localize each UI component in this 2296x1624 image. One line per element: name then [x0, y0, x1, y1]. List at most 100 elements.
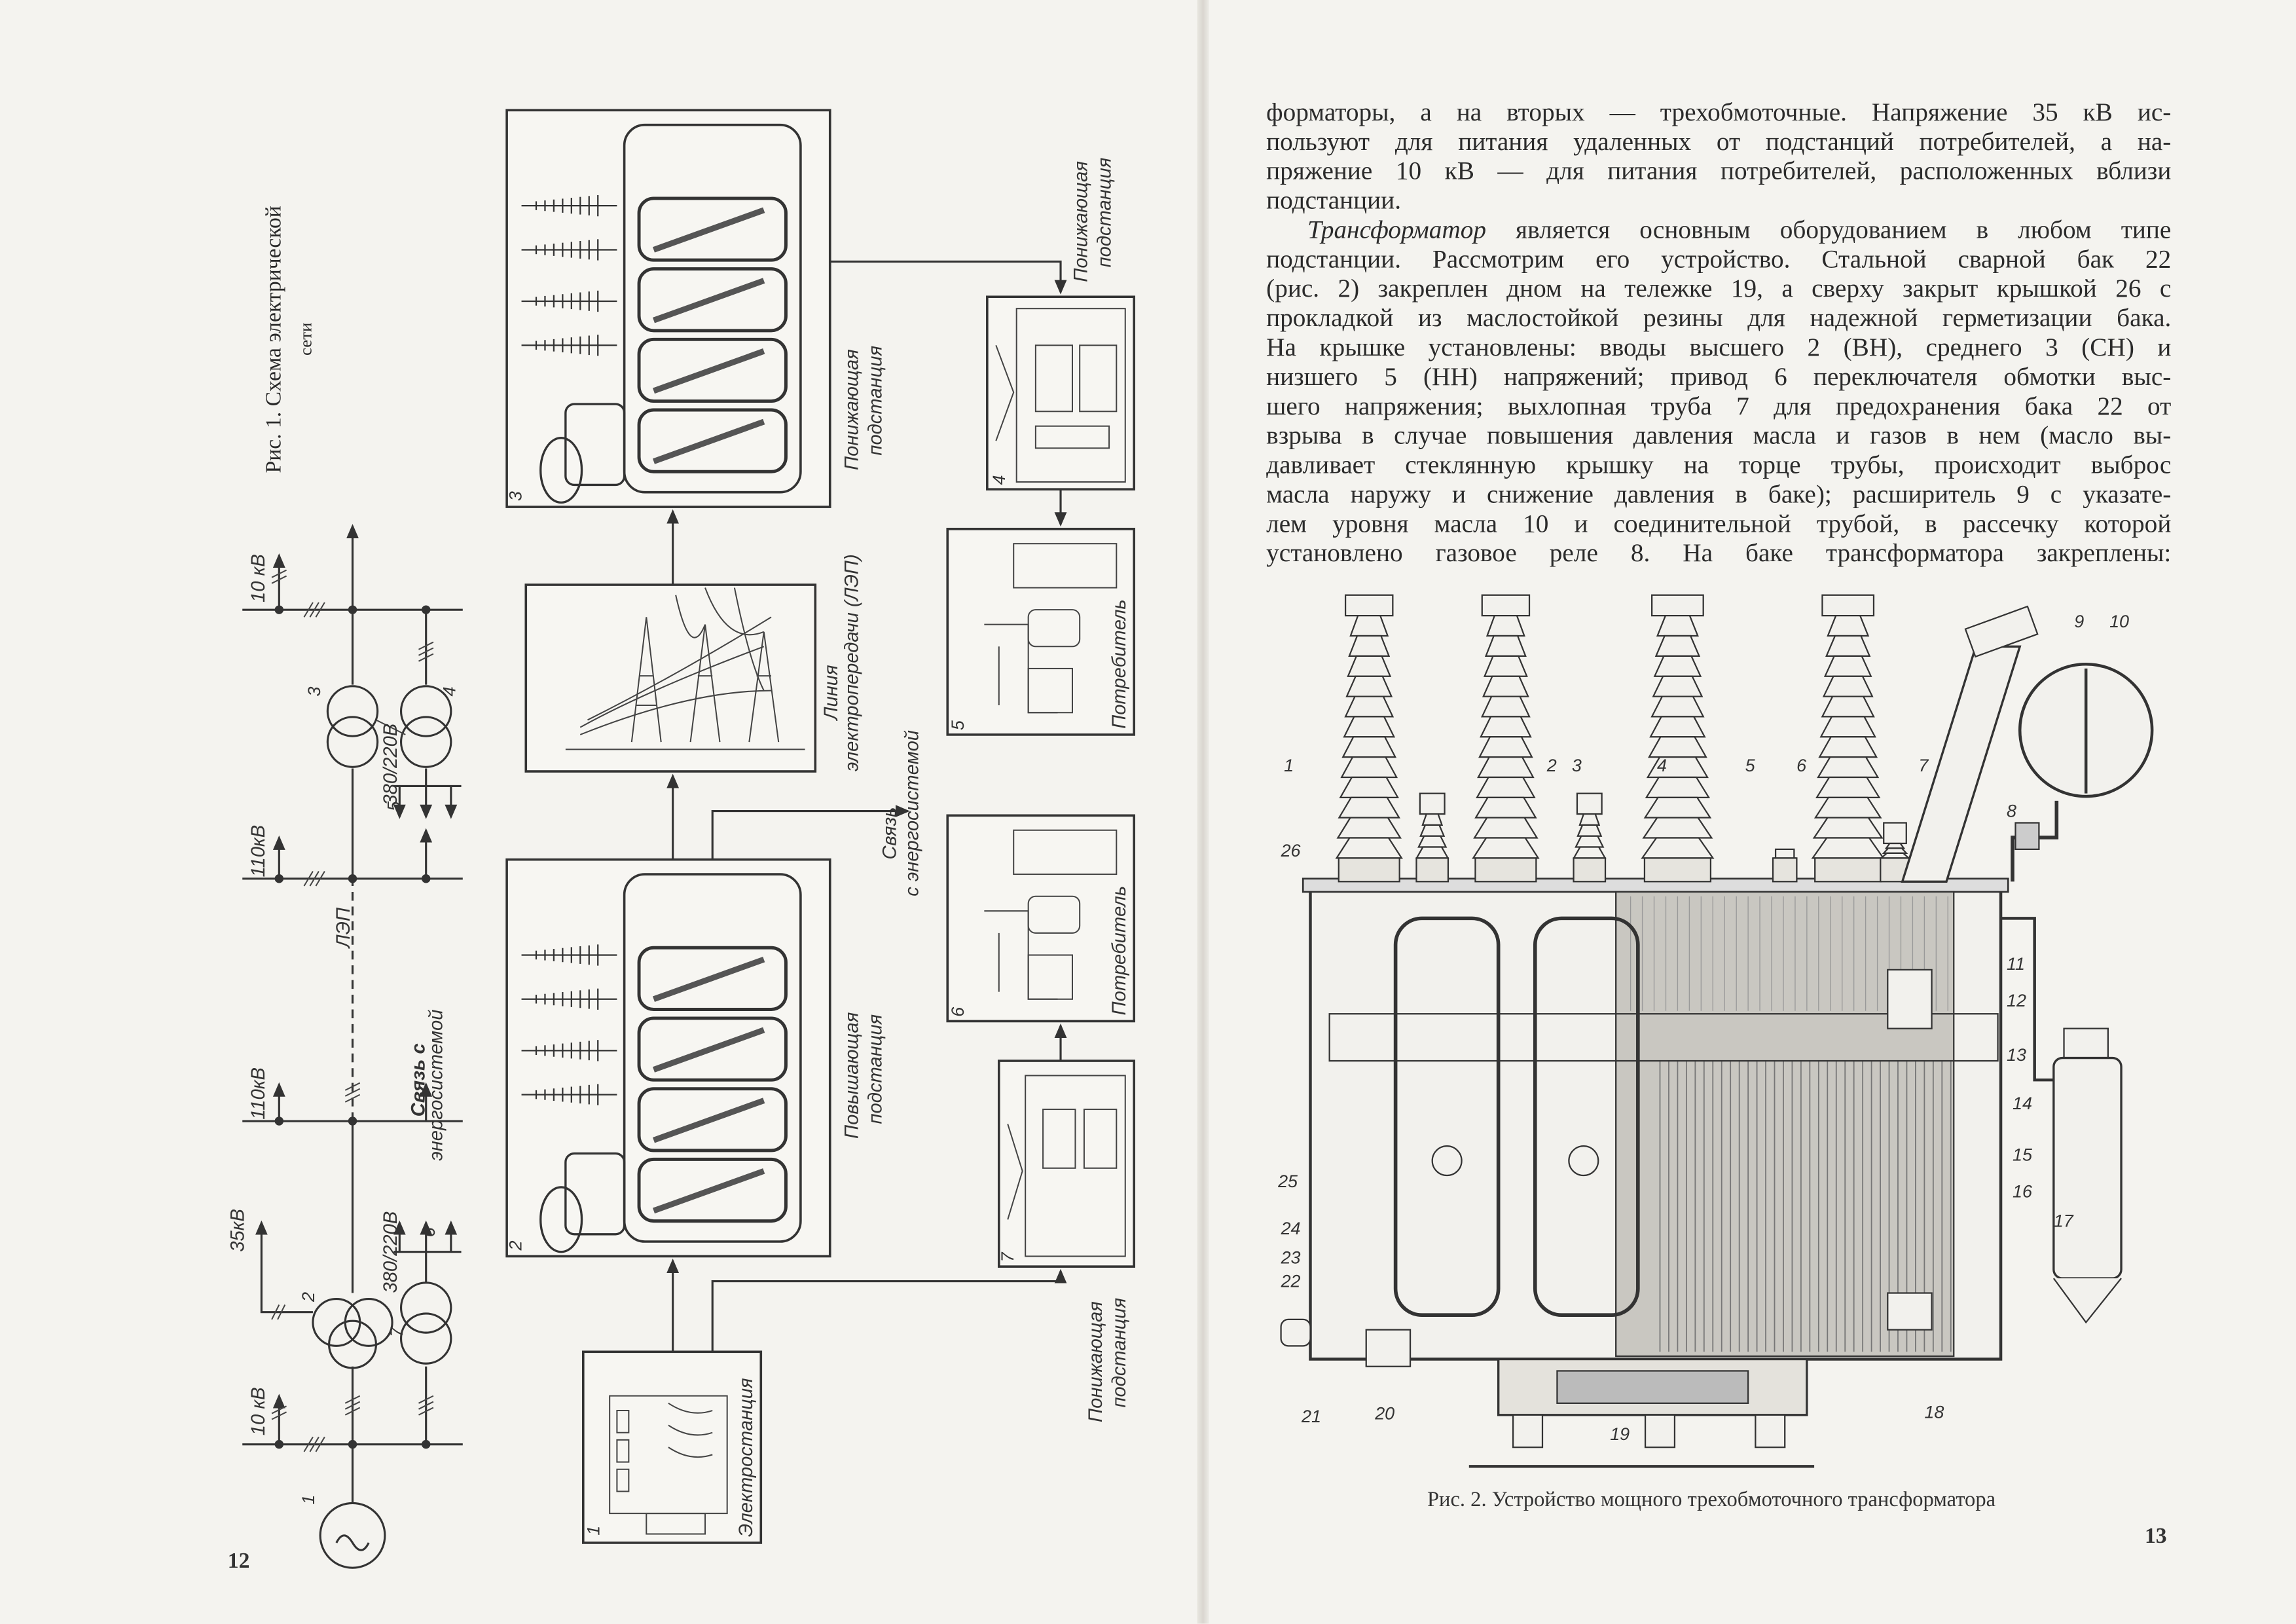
block-power-plant-1 — [581, 1350, 763, 1544]
label-grid-link-block: Связь — [880, 807, 901, 860]
callout-11: 11 — [2007, 954, 2025, 974]
bushing-shed — [1818, 736, 1878, 758]
bushing-shed — [1641, 837, 1715, 859]
bushing-shed — [1482, 675, 1529, 697]
bushing-shed — [1478, 736, 1533, 758]
label-block-7: 7 — [998, 1251, 1017, 1262]
radiator — [637, 1016, 788, 1082]
text-line: форматоры, а на вторых — трехобмоточные.… — [1266, 97, 2172, 126]
filter-bottom — [2052, 1278, 2122, 1324]
bushing-shed — [1345, 675, 1393, 697]
bushing-shed — [1575, 835, 1605, 848]
bushing-shed — [1335, 837, 1403, 859]
callout-6: 6 — [1796, 756, 1806, 775]
radiator-shade — [652, 207, 765, 253]
bushing-flange — [1643, 857, 1712, 883]
bushing-flange — [1573, 857, 1607, 883]
gas-relay — [2014, 822, 2040, 851]
label-380-220-upper: 380/220В — [380, 724, 401, 805]
bushing-shed — [1348, 635, 1391, 657]
ac-wave-icon — [335, 1534, 370, 1551]
callout-1: 1 — [1284, 756, 1294, 775]
label-grid-link: Связь с — [408, 1043, 429, 1116]
callout-8: 8 — [2007, 802, 2016, 821]
block-step-down-substation-3 — [505, 109, 831, 508]
text-line: шего напряжения; выхлопная труба 7 для п… — [1266, 390, 2172, 420]
transformer-2-winding — [328, 1320, 377, 1369]
label-step-down-7-cont: подстанция — [1109, 1298, 1130, 1408]
bushing-shed — [1483, 655, 1528, 677]
block-consumer-5 — [946, 527, 1136, 736]
transformer-illustrations — [521, 123, 802, 1253]
text-span: является основным оборудованием в любом … — [1486, 214, 2172, 244]
bushing-shed — [1415, 846, 1449, 859]
label-block-1: 1 — [583, 1526, 603, 1536]
label-consumer-5: Потребитель — [1109, 599, 1130, 729]
transformer-2-winding — [344, 1297, 393, 1347]
conservator-end — [539, 436, 583, 504]
exhaust-pipe — [1901, 645, 2022, 883]
callout-25: 25 — [1277, 1172, 1298, 1191]
bushing-shed — [1813, 796, 1882, 819]
valve-icon — [1431, 1145, 1463, 1177]
magnetic-core — [1615, 891, 1955, 1357]
callout-22: 22 — [1281, 1272, 1301, 1291]
filter-cap — [2063, 1027, 2109, 1059]
term-transformer: Трансформатор — [1307, 214, 1487, 244]
branch-35kv — [255, 1220, 313, 1314]
label-380-220-lower: 380/220В — [380, 1211, 401, 1293]
label-power-plant: Электростанция — [736, 1378, 757, 1537]
conservator — [564, 1152, 626, 1236]
bushing-shed — [1654, 635, 1701, 657]
three-phase-ticks — [271, 569, 434, 1452]
label-step-up-2: Повышающая — [841, 1012, 862, 1139]
label-n7: 7 — [387, 1327, 407, 1337]
cooler-loop — [1533, 916, 1640, 1318]
bushing-shed — [1421, 813, 1444, 826]
text-line: (рис. 2) закреплен дном на тележке 19, а… — [1266, 273, 2172, 303]
bushing-shed — [1642, 817, 1713, 839]
label-power-line-cont: электропередачи (ЛЭП) — [841, 554, 862, 771]
bushing-shed — [1821, 695, 1875, 718]
bushing-shed — [1815, 776, 1881, 798]
callout-21: 21 — [1301, 1407, 1321, 1426]
label-n4: 4 — [440, 687, 460, 697]
block-step-down-substation-7 — [997, 1060, 1136, 1268]
bushing-shed — [1822, 675, 1874, 697]
callout-2: 2 — [1546, 756, 1557, 775]
conservator-end — [539, 1186, 583, 1253]
transformer-7-winding — [399, 1312, 452, 1365]
bushing-shed — [1811, 837, 1885, 859]
label-block-3: 3 — [506, 491, 526, 501]
label-consumer-6: Потребитель — [1109, 886, 1130, 1016]
callout-12: 12 — [2007, 991, 2026, 1010]
bushing-cap — [1344, 594, 1394, 617]
substation-building-illustration — [995, 308, 1126, 1257]
bushing-flange — [1338, 857, 1400, 883]
label-step-down-3-cont: подстанция — [865, 346, 886, 456]
bushing-flange — [1772, 857, 1798, 883]
bushing-shed — [1645, 776, 1711, 798]
bushing-shed — [1827, 615, 1870, 637]
bushing-shed — [1576, 824, 1603, 837]
radiator-shade — [652, 1098, 765, 1143]
radiator — [637, 408, 788, 473]
book-spine — [1197, 0, 1209, 1624]
bushings — [1335, 594, 1911, 883]
radiator-shade — [652, 1168, 765, 1214]
fig1-caption: Рис. 1. Схема электрической — [262, 206, 286, 473]
cart-frame — [1556, 1370, 1749, 1404]
label-10kv-top: 10 кВ — [248, 554, 269, 602]
bushing-shed — [1338, 796, 1400, 819]
bushing-shed — [1484, 635, 1527, 657]
label-block-6: 6 — [948, 1007, 968, 1017]
label-power-line: Линия — [821, 665, 842, 721]
label-n1: 1 — [299, 1495, 318, 1505]
label-n5: 5 — [384, 801, 403, 811]
bushing-shed — [1648, 736, 1707, 758]
arrow-1-to-7 — [711, 1268, 1067, 1352]
bushing-shed — [1480, 716, 1532, 738]
yoke-band — [1328, 1013, 1999, 1062]
